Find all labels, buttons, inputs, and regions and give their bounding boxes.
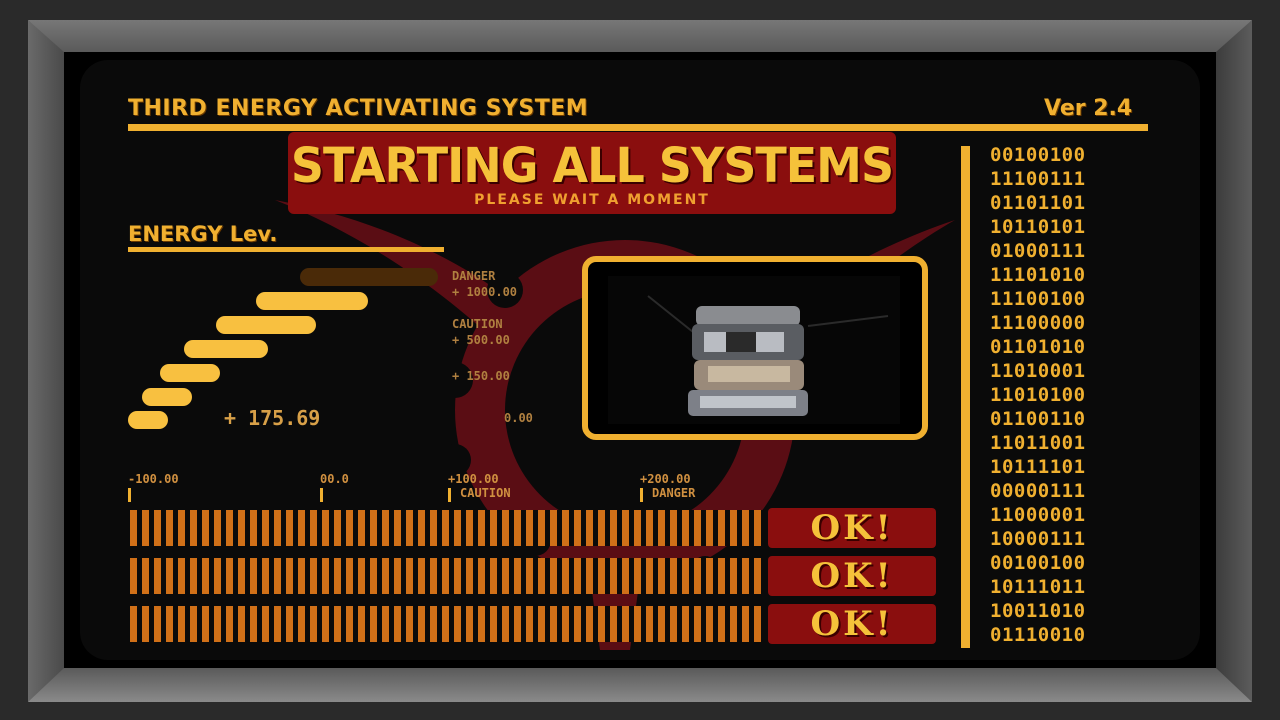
energy-divider	[128, 247, 444, 252]
energy-bar-2	[160, 364, 220, 382]
scale-tick	[640, 488, 643, 502]
bevel-left	[28, 20, 64, 702]
energy-bar-0	[128, 411, 168, 429]
binary-line: 01110010	[990, 624, 1086, 646]
binary-line: 10011010	[990, 600, 1086, 622]
binary-line: 11101010	[990, 264, 1086, 286]
binary-line: 10000111	[990, 528, 1086, 550]
bevel-right	[1216, 20, 1252, 702]
binary-line: 00000111	[990, 480, 1086, 502]
bevel-top	[28, 20, 1252, 52]
scale-label-caution: +100.00 CAUTION	[448, 472, 511, 500]
binary-line: 01100110	[990, 408, 1086, 430]
ok-status-3: OK!	[768, 604, 936, 644]
scale-label-minus100: -100.00	[128, 472, 179, 486]
bevel-bottom	[28, 668, 1252, 702]
reactor-image	[608, 276, 900, 424]
status-banner: STARTING ALL SYSTEMS PLEASE WAIT A MOMEN…	[288, 132, 896, 214]
level-zero: 0.00	[504, 411, 533, 425]
level-caution: CAUTION + 500.00	[452, 317, 510, 347]
title-divider	[128, 124, 1148, 131]
binary-line: 11011001	[990, 432, 1086, 454]
banner-main-text: STARTING ALL SYSTEMS	[290, 136, 894, 194]
scale-label-zero: 00.0	[320, 472, 349, 486]
level-150: + 150.00	[452, 369, 510, 383]
binary-line: 11010100	[990, 384, 1086, 406]
ok-status-2: OK!	[768, 556, 936, 596]
gauge-bar-2	[130, 558, 766, 594]
scale-tick	[320, 488, 323, 502]
scale-tick	[448, 488, 451, 502]
binary-readout: 00100100 11100111 01101101 10110101 0100…	[990, 143, 1130, 647]
binary-line: 11010001	[990, 360, 1086, 382]
binary-line: 00100100	[990, 144, 1086, 166]
binary-line: 00100100	[990, 552, 1086, 574]
scale-tick	[128, 488, 131, 502]
binary-line: 11100111	[990, 168, 1086, 190]
ok-status-1: OK!	[768, 508, 936, 548]
binary-line: 10111011	[990, 576, 1086, 598]
energy-bar-5	[256, 292, 368, 310]
binary-line: 01101101	[990, 192, 1086, 214]
binary-line: 01101010	[990, 336, 1086, 358]
binary-line: 11100000	[990, 312, 1086, 334]
version-label: Ver 2.4	[1044, 96, 1133, 121]
gauge-bar-3	[130, 606, 766, 642]
binary-line: 11100100	[990, 288, 1086, 310]
binary-line: 10110101	[990, 216, 1086, 238]
level-danger: DANGER + 1000.00	[452, 269, 518, 299]
scale-label-danger: +200.00 DANGER	[640, 472, 696, 500]
binary-line: 01000111	[990, 240, 1086, 262]
energy-label: ENERGY Lev.	[128, 222, 278, 246]
camera-view	[608, 276, 900, 424]
energy-value: + 175.69	[224, 406, 321, 430]
camera-monitor	[582, 256, 928, 440]
energy-bar-1	[142, 388, 192, 406]
energy-bar-4	[216, 316, 316, 334]
binary-divider	[961, 146, 970, 648]
system-title: THIRD ENERGY ACTIVATING SYSTEM	[128, 96, 589, 121]
banner-sub-text: PLEASE WAIT A MOMENT	[474, 192, 710, 208]
gauge-bar-1	[130, 510, 766, 546]
binary-line: 11000001	[990, 504, 1086, 526]
binary-line: 10111101	[990, 456, 1086, 478]
energy-bar-3	[184, 340, 268, 358]
energy-bar-6	[300, 268, 438, 286]
